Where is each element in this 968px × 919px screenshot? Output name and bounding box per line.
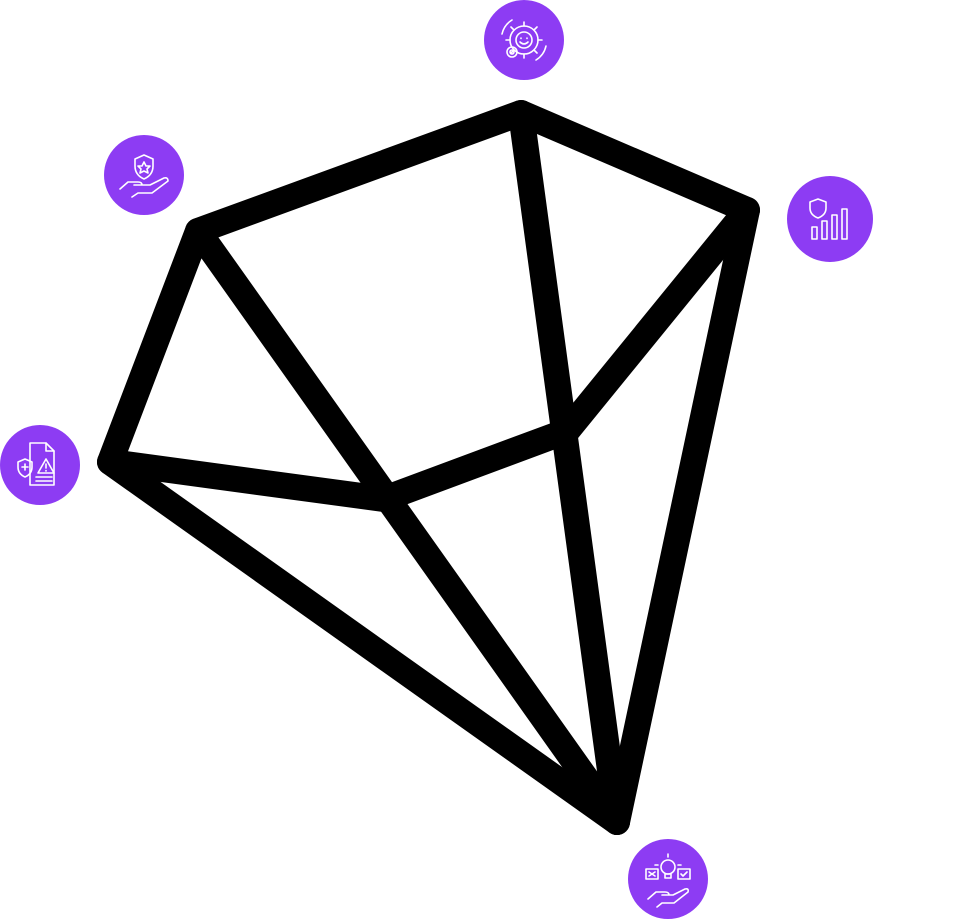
badge-right[interactable] — [787, 176, 873, 262]
hand-shield-star-icon — [119, 154, 169, 198]
badge-circle — [484, 0, 564, 80]
hand-lightbulb-choices-icon — [645, 853, 691, 908]
diamond-facet-line — [508, 100, 630, 835]
badge-left[interactable] — [0, 425, 80, 505]
diamond-facet-line — [97, 197, 760, 512]
badge-circle — [0, 425, 80, 505]
badge-circle — [787, 176, 873, 262]
badge-upper-left[interactable] — [104, 135, 184, 215]
document-warning-shield-icon — [17, 442, 55, 486]
badge-bottom[interactable] — [628, 839, 708, 919]
diamond-outline — [97, 100, 760, 835]
diamond-facet-line — [185, 218, 630, 835]
badge-circle — [628, 839, 708, 919]
diamond-outer-edge — [97, 100, 760, 835]
gear-smile-icon — [501, 19, 547, 61]
badge-circle — [104, 135, 184, 215]
shield-signal-bars-icon — [809, 198, 848, 240]
badge-top[interactable] — [484, 0, 564, 80]
